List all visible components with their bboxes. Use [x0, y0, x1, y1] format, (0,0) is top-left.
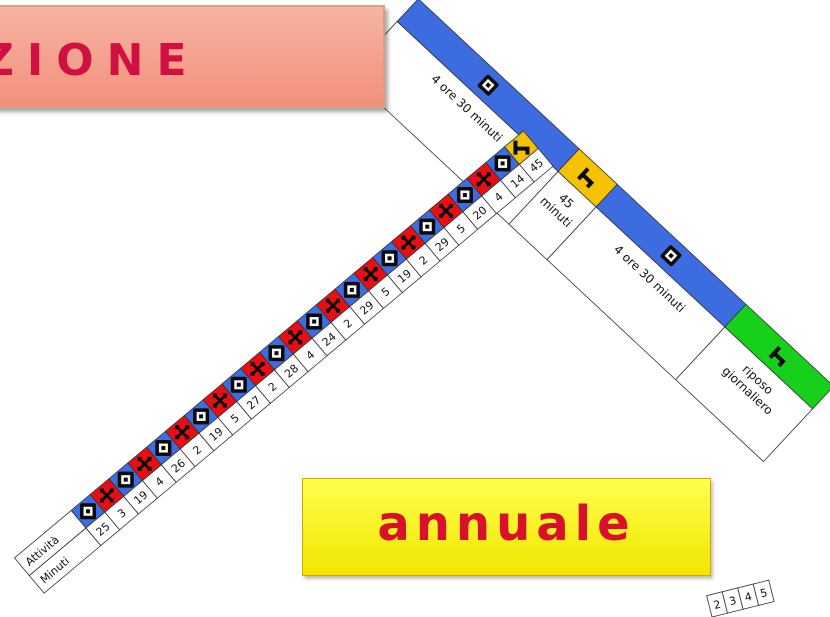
hammers-shape: [476, 172, 491, 187]
wheel-icon: [343, 281, 360, 298]
wheel-hub: [161, 446, 166, 451]
hammers-icon: [99, 488, 114, 503]
hammers-shape: [401, 235, 416, 250]
minutes-cell: [518, 147, 554, 183]
corner-cell: [752, 579, 775, 606]
wheel-hub: [387, 256, 392, 261]
wheel-icon: [117, 471, 134, 488]
title-text: ZIONE: [0, 35, 200, 86]
wheel-hub: [668, 252, 674, 259]
wheel-hub: [236, 382, 241, 387]
hammers-icon: [326, 298, 341, 313]
wheel-icon: [494, 155, 511, 172]
title-banner: ZIONE: [0, 5, 385, 108]
hammers-shape: [363, 267, 378, 282]
hammers-icon: [439, 203, 454, 218]
bed-shape: [577, 167, 595, 189]
wheel-icon: [80, 503, 97, 520]
wheel-icon: [306, 313, 323, 330]
wheel-icon: [477, 74, 499, 96]
hammers-icon: [137, 456, 152, 471]
wheel-hub: [349, 287, 354, 292]
corner-number: 4: [743, 590, 753, 604]
hammers-shape: [439, 203, 454, 218]
wheel-icon: [381, 250, 398, 267]
wheel-hub: [462, 193, 467, 198]
hammers-shape: [250, 361, 265, 376]
hammers-shape: [326, 298, 341, 313]
hammers-shape: [175, 425, 190, 440]
activity-strip: AttivitàMinuti25319426219527228424229519…: [13, 130, 554, 594]
wheel-hub: [199, 414, 204, 419]
wheel-icon: [268, 345, 285, 362]
hammers-icon: [288, 330, 303, 345]
hammers-icon: [250, 361, 265, 376]
hammers-shape: [288, 330, 303, 345]
hammers-icon: [476, 172, 491, 187]
bed-icon: [513, 140, 530, 155]
wheel-icon: [230, 376, 247, 393]
bed-icon: [577, 167, 595, 189]
bed-shape: [768, 346, 786, 368]
hammers-icon: [212, 393, 227, 408]
annual-text: annuale: [377, 496, 636, 552]
wheel-hub: [312, 319, 317, 324]
hammers-icon: [363, 267, 378, 282]
annual-banner: annuale: [302, 478, 711, 576]
hammers-shape: [137, 456, 152, 471]
wheel-icon: [193, 408, 210, 425]
corner-number: 2: [712, 598, 722, 612]
bed-shape: [513, 140, 530, 155]
hammers-shape: [212, 393, 227, 408]
wheel-icon: [456, 187, 473, 204]
bed-icon: [768, 346, 786, 368]
wheel-hub: [485, 82, 492, 89]
wheel-icon: [660, 245, 682, 267]
corner-number: 5: [759, 586, 769, 600]
wheel-hub: [123, 477, 128, 482]
hammers-shape: [99, 488, 114, 503]
hammers-icon: [175, 425, 190, 440]
wheel-icon: [155, 440, 172, 457]
wheel-hub: [86, 509, 91, 514]
corner-number: 3: [728, 594, 738, 608]
cross-segment-label-cell: [675, 326, 814, 463]
wheel-icon: [419, 218, 436, 235]
wheel-hub: [500, 161, 505, 166]
wheel-hub: [425, 224, 430, 229]
hammers-icon: [401, 235, 416, 250]
wheel-hub: [274, 351, 279, 356]
